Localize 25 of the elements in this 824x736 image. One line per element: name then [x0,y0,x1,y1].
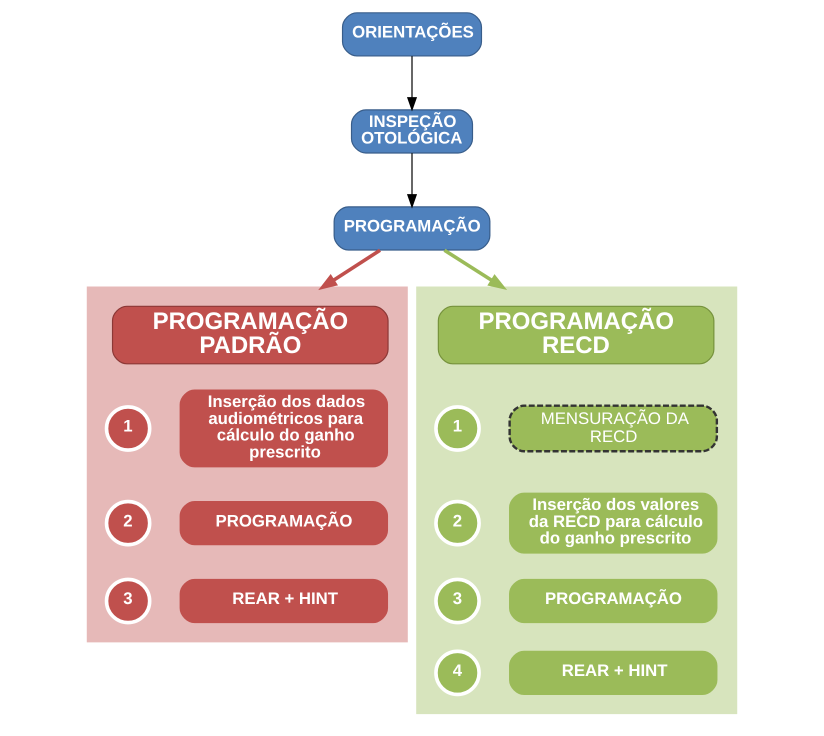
node-circle: 1 [104,405,152,452]
node-circle: 2 [434,500,481,546]
arrow [443,248,508,290]
cluster [416,286,738,714]
node-circle: 3 [104,578,152,624]
node-box: PROGRAMAÇÃO [180,500,388,546]
arrow [318,248,382,290]
arrow [406,56,418,112]
node-circle: 1 [434,405,481,452]
node-box: PROGRAMAÇÃO PADRÃO [112,306,389,364]
cluster [86,286,408,642]
node-box: INSPEÇÃO OTOLÓGICA [350,109,474,154]
node-circle: 4 [434,650,481,696]
node-box: Inserção dos valores da RECD para cálculo do ganho prescrito [509,492,718,554]
node-circle: 2 [104,500,152,546]
node-box: PROGRAMAÇÃO [334,206,490,251]
node-box: REAR + HINT [180,578,388,624]
node-box: MENSURAÇÃO DA RECD [508,404,718,452]
node-box: PROGRAMAÇÃO [509,578,718,624]
node-box: Inserção dos dados audiométricos para cálculo do ganho prescrito [180,390,388,468]
arrow [406,153,418,209]
node-box: ORIENTAÇÕES [342,12,482,57]
node-box: PROGRAMAÇÃO RECD [438,306,714,364]
node-circle: 3 [434,578,481,624]
node-box: REAR + HINT [509,650,718,696]
